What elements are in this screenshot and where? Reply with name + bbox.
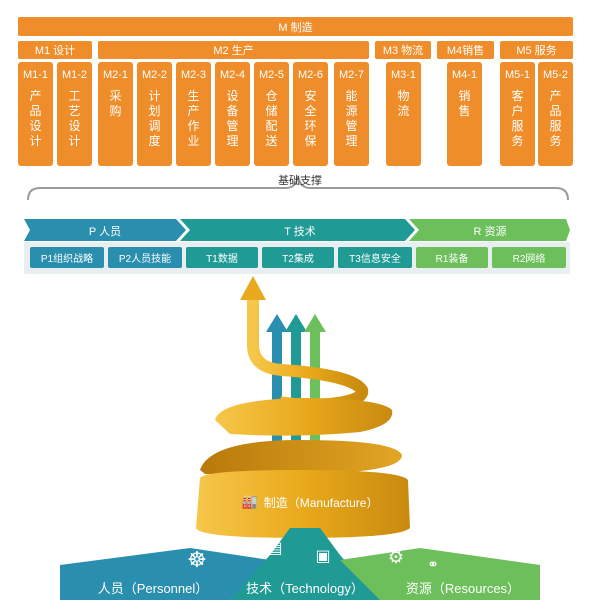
item-code: M2-4 xyxy=(219,69,246,81)
item-code: M1-1 xyxy=(22,69,49,81)
item-name: 仓储配送 xyxy=(265,89,278,148)
item-code: M2-2 xyxy=(141,69,168,81)
item-name: 采购 xyxy=(109,89,122,118)
item-code: M5-1 xyxy=(504,69,531,81)
item-m2-3: M2-3 生产作业 xyxy=(176,62,211,166)
item-m5-2: M5-2 产品服务 xyxy=(538,62,573,166)
item-code: M2-7 xyxy=(338,69,365,81)
item-m3-1: M3-1 物流 xyxy=(386,62,421,166)
base-label-technology: 技术（Technology） xyxy=(246,581,364,596)
item-m2-2: M2-2 计划调度 xyxy=(137,62,172,166)
item-code: M2-5 xyxy=(258,69,285,81)
arrow-label-p: P 人员 xyxy=(88,226,122,238)
item-code: M2-1 xyxy=(102,69,129,81)
item-code: M2-6 xyxy=(297,69,324,81)
group-header-m1: M1 设计 xyxy=(18,41,92,59)
item-name: 生产作业 xyxy=(187,89,200,148)
support-item-r2: R2网络 xyxy=(492,247,566,268)
group-header-m5: M5 服务 xyxy=(500,41,573,59)
item-name: 产品设计 xyxy=(29,89,42,148)
support-item-r1: R1装备 xyxy=(416,247,488,268)
pillar-green-arrow xyxy=(304,314,326,332)
base-panel-blue xyxy=(60,548,270,600)
support-item-t3: T3信息安全 xyxy=(338,247,412,268)
group-label: M4销售 xyxy=(446,45,485,57)
factory-icon: 🏭 xyxy=(241,494,258,509)
arrow-band-t xyxy=(180,219,415,241)
item-m1-2: M1-2 工艺设计 xyxy=(57,62,92,166)
group-header-m3: M3 物流 xyxy=(375,41,431,59)
network-icon: ☸ xyxy=(187,547,207,572)
item-m5-1: M5-1 客户服务 xyxy=(500,62,535,166)
item-m2-5: M2-5 仓储配送 xyxy=(254,62,289,166)
item-name: 物流 xyxy=(397,89,410,118)
item-m2-1: M2-1 采购 xyxy=(98,62,133,166)
item-m2-6: M2-6 安全环保 xyxy=(293,62,328,166)
item-name: 计划调度 xyxy=(148,89,161,148)
spiral-arrowhead xyxy=(240,276,266,300)
support-brace xyxy=(27,175,569,201)
group-header-m2: M2 生产 xyxy=(98,41,369,59)
support-item-t2: T2集成 xyxy=(262,247,334,268)
arrow-label-r: R 资源 xyxy=(473,226,507,238)
manufacture-header: M 制造 xyxy=(18,17,573,36)
item-code: M5-2 xyxy=(542,69,569,81)
group-label: M2 生产 xyxy=(213,45,254,57)
item-m2-4: M2-4 设备管理 xyxy=(215,62,250,166)
item-name: 工艺设计 xyxy=(68,89,81,148)
support-item-p1: P1组织战略 xyxy=(30,247,104,268)
item-m2-7: M2-7 能源管理 xyxy=(334,62,369,166)
item-name: 安全环保 xyxy=(304,89,317,148)
support-item-label: R2网络 xyxy=(512,254,546,265)
support-item-label: T3信息安全 xyxy=(349,254,401,265)
spiral-ribbon-top xyxy=(247,298,369,411)
arrow-label-t: T 技术 xyxy=(284,226,316,238)
base-panel-teal xyxy=(230,528,380,600)
spiral-ribbon-loop-1 xyxy=(215,398,393,436)
manufacture-title: M 制造 xyxy=(278,21,313,34)
item-name: 设备管理 xyxy=(226,89,239,148)
item-code: M2-3 xyxy=(180,69,207,81)
pillar-blue-arrow xyxy=(266,314,288,332)
document-icon: ▤ xyxy=(267,540,283,557)
ribbon-label-row: 🏭 制造（Manufacture） xyxy=(215,492,405,512)
item-name: 产品服务 xyxy=(549,89,562,148)
item-name: 销售 xyxy=(458,89,471,118)
group-label: M5 服务 xyxy=(516,45,557,57)
arrow-band-p xyxy=(24,219,186,241)
pillar-teal-arrow xyxy=(285,314,307,332)
support-item-label: T1数据 xyxy=(206,254,238,265)
support-item-label: P2人员技能 xyxy=(118,254,172,265)
spiral-ribbon-band xyxy=(196,470,410,538)
support-item-label: R1装备 xyxy=(435,254,469,265)
link-icon: ⚭ xyxy=(427,556,439,572)
support-item-p2: P2人员技能 xyxy=(108,247,182,268)
support-item-label: P1组织战略 xyxy=(40,254,94,265)
gear-icon: ⚙ xyxy=(387,547,405,567)
group-label: M3 物流 xyxy=(382,45,424,57)
support-item-label: T2集成 xyxy=(282,254,314,265)
item-m4-1: M4-1 销售 xyxy=(447,62,482,166)
item-code: M1-2 xyxy=(61,69,88,81)
ribbon-label: 制造（Manufacture） xyxy=(263,495,379,510)
item-name: 能源管理 xyxy=(345,89,358,148)
group-label: M1 设计 xyxy=(34,45,76,57)
base-panel-green xyxy=(340,548,540,600)
group-header-m4: M4销售 xyxy=(437,41,494,59)
support-item-t1: T1数据 xyxy=(186,247,258,268)
item-code: M3-1 xyxy=(390,69,417,81)
base-label-personnel: 人员（Personnel） xyxy=(97,581,209,596)
item-name: 客户服务 xyxy=(511,89,524,148)
arrow-band-r xyxy=(409,219,570,241)
item-code: M4-1 xyxy=(451,69,478,81)
spiral-ribbon-loop-2 xyxy=(200,440,402,475)
monitor-icon: ▣ xyxy=(315,548,331,565)
base-label-resources: 资源（Resources） xyxy=(405,581,521,596)
item-m1-1: M1-1 产品设计 xyxy=(18,62,53,166)
foundation-label: 基础支撑 xyxy=(278,175,322,187)
